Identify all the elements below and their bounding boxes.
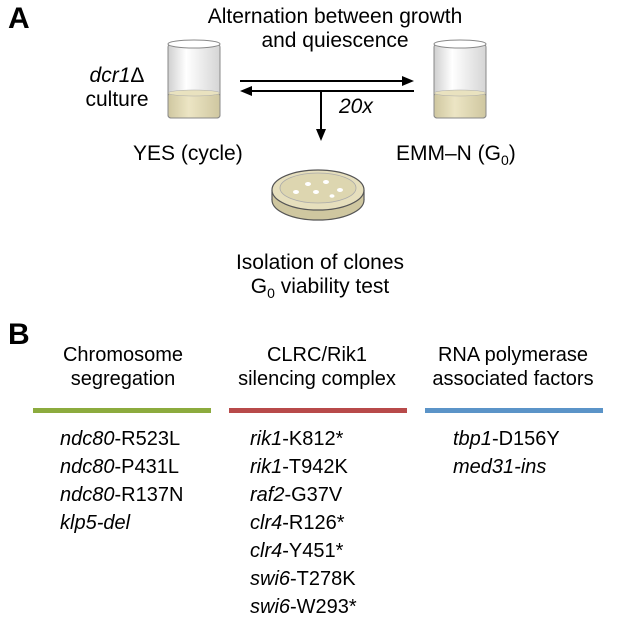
panel-a-label: A	[8, 2, 30, 35]
repeat-count: 20x	[339, 95, 373, 118]
gene-item: ndc80-P431L	[60, 456, 179, 478]
panel-b-label: B	[8, 318, 30, 351]
column-title-line2: segregation	[70, 368, 176, 390]
column-divider-clrc-rik1	[229, 408, 407, 413]
repeat-label: 20x	[339, 95, 373, 119]
right-culture-tube-icon	[433, 39, 487, 119]
column-title-line1: CLRC/Rik1	[266, 344, 368, 366]
gene-list-chromosome-segregation: ndc80-R523L ndc80-P431L ndc80-R137N klp5…	[60, 425, 183, 537]
gene-item: ndc80-R523L	[60, 428, 181, 450]
strain-line2: culture	[85, 88, 149, 111]
strain-line1: dcr1Δ	[62, 64, 172, 88]
gene-item: clr4-Y451*	[250, 540, 344, 562]
panel-a-title-line2: and quiescence	[261, 29, 409, 52]
column-title-line2: silencing complex	[238, 368, 396, 390]
gene-item: klp5-del	[60, 512, 131, 534]
right-medium-suffix: )	[508, 142, 516, 165]
panel-a-title-line1: Alternation between growth	[207, 5, 463, 28]
right-medium-label: EMM–N (G0)	[396, 142, 516, 172]
strain-delta: Δ	[130, 64, 145, 87]
column-divider-rna-polymerase	[425, 408, 603, 413]
isolation-line2: G0 viability test	[210, 275, 430, 305]
gene-item: tbp1-D156Y	[453, 428, 560, 450]
gene-item: med31-ins	[453, 456, 547, 478]
isolation-label: Isolation of clones G0 viability test	[210, 251, 430, 305]
panel-a-title: Alternation between growth and quiescenc…	[195, 5, 475, 53]
iso-suffix: viability test	[274, 275, 390, 298]
left-medium-label: YES (cycle)	[133, 142, 243, 165]
gene-list-rna-polymerase: tbp1-D156Y med31-ins	[453, 425, 560, 481]
gene-item: clr4-R126*	[250, 512, 345, 534]
cycle-arrows-icon	[240, 76, 414, 141]
column-title-line1: Chromosome	[62, 344, 184, 366]
column-title-chromosome-segregation: Chromosome segregation	[28, 343, 218, 391]
petri-dish-icon	[271, 169, 365, 221]
gene-item: ndc80-R137N	[60, 484, 184, 506]
gene-item: swi6-T278K	[250, 568, 356, 590]
column-divider-chromosome-segregation	[33, 408, 211, 413]
column-title-clrc-rik1: CLRC/Rik1 silencing complex	[222, 343, 412, 391]
gene-item: raf2-G37V	[250, 484, 343, 506]
colony-dots-icon	[293, 180, 343, 198]
gene-item: swi6-W293*	[250, 596, 357, 618]
strain-name: dcr1	[89, 64, 131, 87]
column-title-rna-polymerase: RNA polymerase associated factors	[418, 343, 608, 391]
strain-label: dcr1Δ culture	[62, 64, 172, 112]
column-title-line2: associated factors	[432, 368, 594, 390]
gene-item: rik1-K812*	[250, 428, 344, 450]
gene-item: rik1-T942K	[250, 456, 348, 478]
left-culture-tube-icon	[167, 39, 221, 119]
right-medium-sub: 0	[501, 152, 509, 169]
gene-list-clrc-rik1: rik1-K812* rik1-T942K raf2-G37V clr4-R12…	[250, 425, 357, 621]
iso-sub: 0	[267, 285, 275, 302]
iso-prefix: G	[250, 275, 268, 298]
isolation-line1: Isolation of clones	[235, 251, 405, 274]
panel-a-diagram	[167, 39, 487, 221]
right-medium-prefix: EMM–N (G	[396, 142, 501, 165]
column-title-line1: RNA polymerase	[437, 344, 589, 366]
